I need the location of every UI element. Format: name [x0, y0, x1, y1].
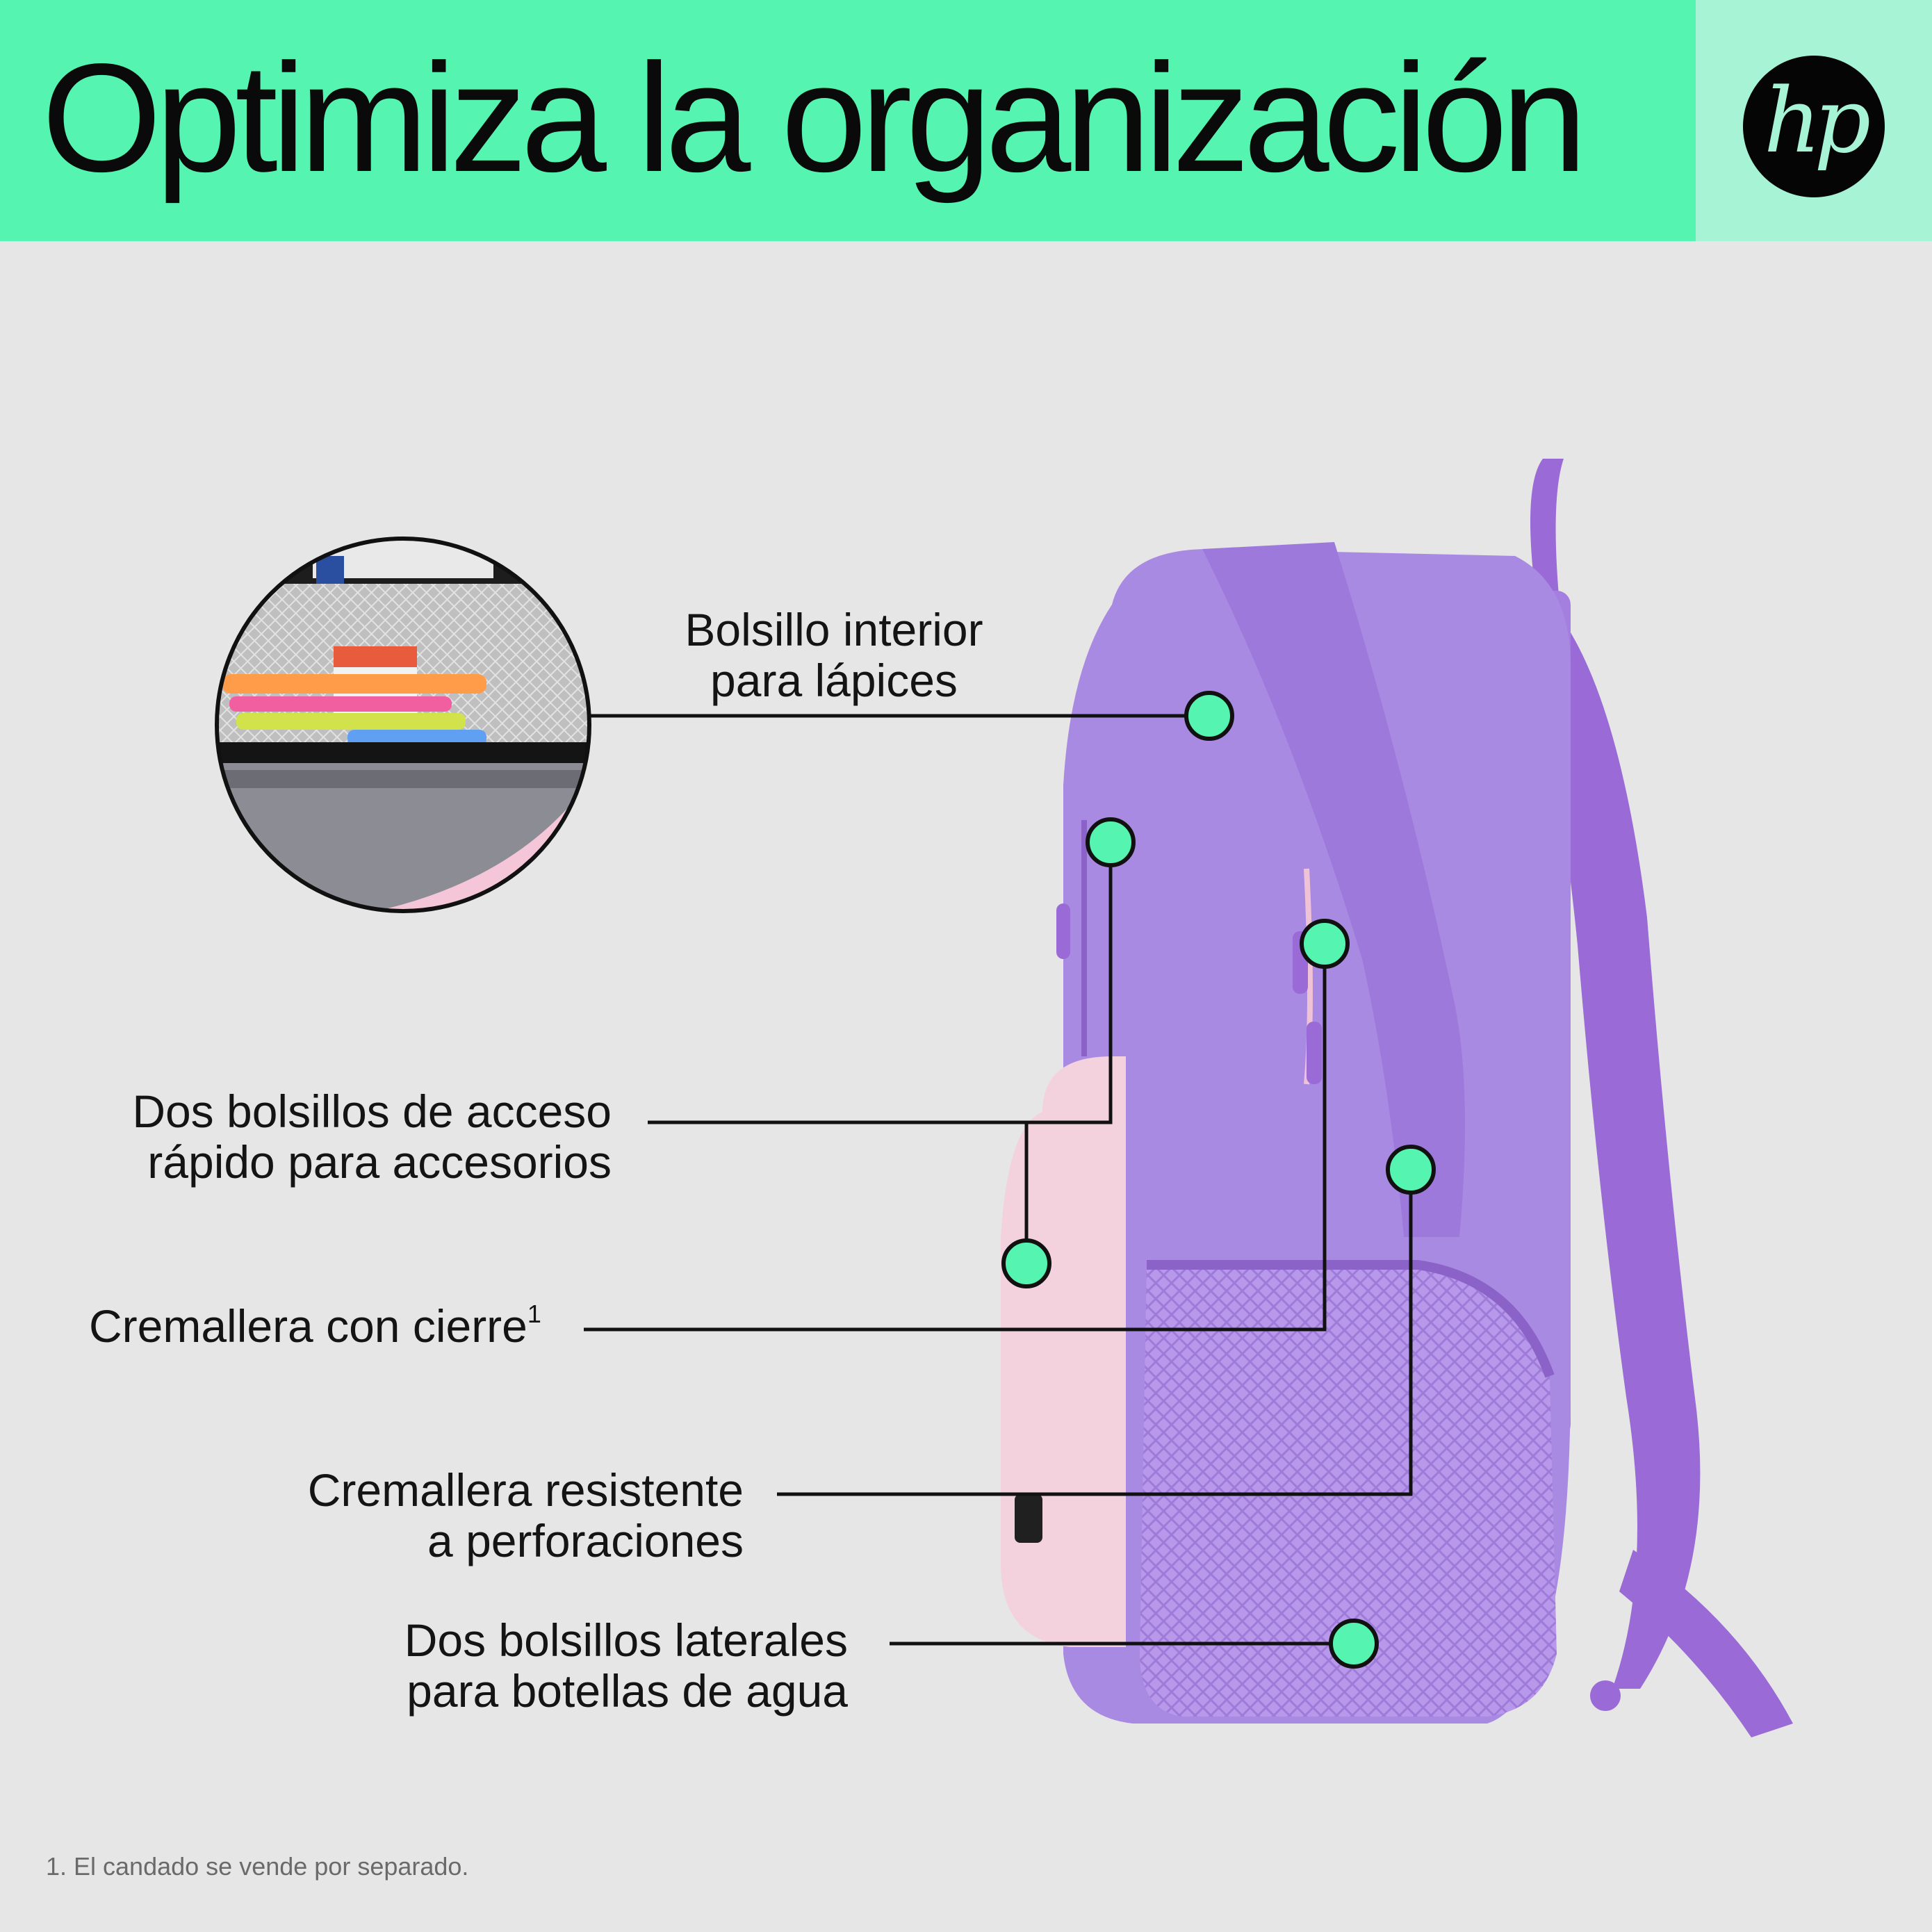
title-banner — [0, 0, 1696, 241]
callout-dot-quick-access-lower — [1001, 1238, 1051, 1288]
callout-label-bottle-pockets: Dos bolsillos laterales para botellas de… — [404, 1614, 848, 1717]
callout-dot-bottle-pockets — [1329, 1619, 1379, 1669]
callout-dots — [1001, 691, 1436, 1669]
callout-label-pencil-pocket: Bolsillo interior para lápices — [685, 604, 983, 706]
page-title: Optimiza la organización — [42, 32, 1587, 204]
callout-label-quick-access-pockets: Dos bolsillos de acceso rápido para acce… — [132, 1086, 612, 1188]
hp-logo: hp — [1743, 56, 1885, 197]
callout-dot-pencil-pocket — [1184, 691, 1234, 741]
footnote-marker: 1 — [527, 1300, 541, 1328]
callout-dot-puncture-resistant-zipper — [1386, 1145, 1436, 1195]
callout-dot-lockable-zipper — [1300, 919, 1350, 969]
callout-dot-quick-access-upper — [1086, 817, 1136, 867]
callout-label-puncture-resistant-zipper: Cremallera resistente a perforaciones — [307, 1464, 744, 1566]
backpack-image — [1001, 459, 1793, 1737]
footnote: 1. El candado se vende por separado. — [46, 1852, 469, 1881]
callout-leader-lines — [584, 714, 1413, 1646]
pencil-pocket-detail-image — [215, 537, 591, 913]
callout-label-lockable-zipper: Cremallera con cierre1 — [89, 1300, 541, 1352]
